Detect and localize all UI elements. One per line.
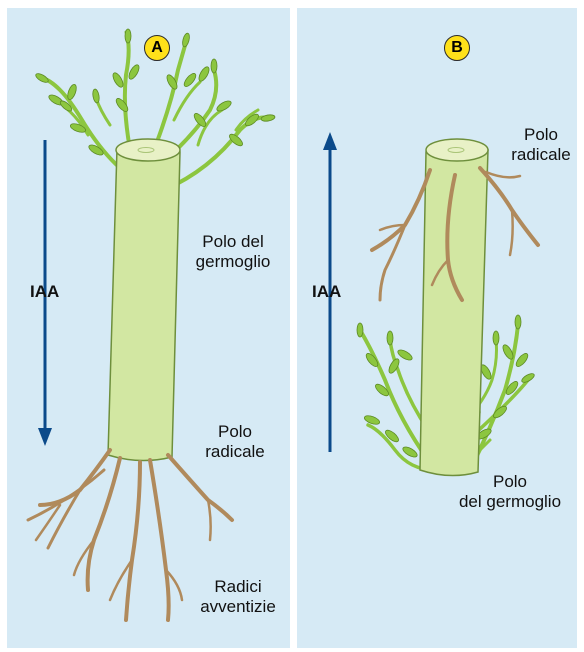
root-pole-label-a-line1: Polo (190, 422, 280, 442)
root-pole-label-b: Polo radicale (498, 125, 584, 165)
root-pole-label-b-line2: radicale (498, 145, 584, 165)
panel-b-badge: B (444, 35, 470, 61)
iaa-label-b: IAA (312, 282, 341, 302)
root-pole-label-b-line1: Polo (498, 125, 584, 145)
stem-a (108, 139, 180, 461)
shoot-pole-label-b: Polo del germoglio (444, 472, 576, 512)
adventitious-roots-label-line1: Radici (190, 577, 286, 597)
shoot-pole-label-a-line1: Polo del (183, 232, 283, 252)
iaa-label-a: IAA (30, 282, 59, 302)
shoot-pole-label-b-line2: del germoglio (444, 492, 576, 512)
root-pole-label-a-line2: radicale (190, 442, 280, 462)
adventitious-roots-label: Radici avventizie (190, 577, 286, 617)
shoot-pole-label-b-line1: Polo (444, 472, 576, 492)
shoot-pole-label-a-line2: germoglio (183, 252, 283, 272)
shoot-pole-label-a: Polo del germoglio (183, 232, 283, 272)
panel-a-badge: A (144, 35, 170, 61)
root-pole-label-a: Polo radicale (190, 422, 280, 462)
adventitious-roots-label-line2: avventizie (190, 597, 286, 617)
